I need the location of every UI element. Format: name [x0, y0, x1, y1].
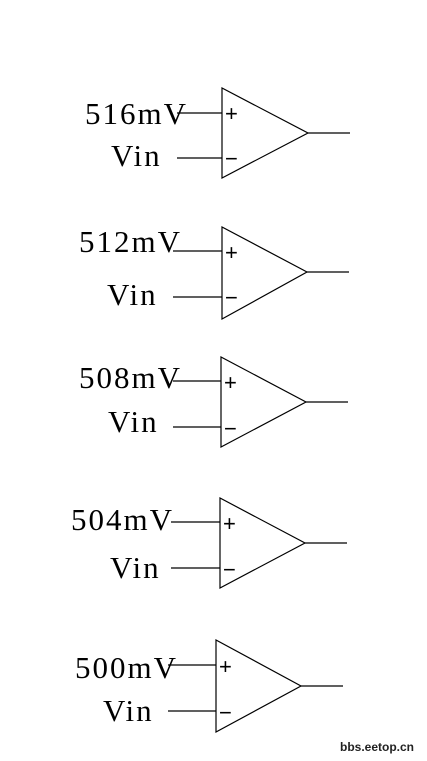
comparator-4-minus-sign: − [223, 557, 236, 582]
comparator-1-plus-sign: + [225, 101, 238, 126]
comparator-3-triangle [220, 356, 308, 448]
comparator-5-plus-sign: + [219, 654, 232, 679]
comparator-2-plus-sign: + [225, 240, 238, 265]
comparator-2-ref-label: 512mV [79, 224, 182, 259]
watermark: bbs.eetop.cn [340, 740, 414, 754]
comparator-1-minus-sign: − [225, 146, 238, 171]
comparator-2-input-label: Vin [107, 277, 158, 312]
comparator-5-ref-label: 500mV [75, 650, 178, 685]
comparator-4: 504mV Vin + − [71, 497, 347, 589]
comparator-5-minus-sign: − [219, 700, 232, 725]
comparator-5: 500mV Vin + − [75, 638, 343, 734]
comparator-3-ref-label: 508mV [79, 360, 182, 395]
comparator-3-plus-sign: + [224, 370, 237, 395]
comparator-3-minus-sign: − [224, 416, 237, 441]
comparator-1-ref-label: 516mV [85, 96, 188, 131]
comparator-2-minus-sign: − [225, 285, 238, 310]
comparator-2-triangle [221, 226, 309, 321]
comparator-1: 516mV Vin + − [85, 87, 350, 179]
comparator-5-input-label: Vin [103, 693, 154, 728]
comparator-3: 508mV Vin + − [79, 356, 348, 448]
comparator-2: 512mV Vin + − [79, 224, 349, 321]
comparator-1-triangle [221, 87, 310, 179]
comparator-1-input-label: Vin [111, 138, 162, 173]
comparator-4-plus-sign: + [223, 511, 236, 536]
comparator-4-triangle [219, 497, 307, 589]
comparator-4-input-label: Vin [110, 550, 161, 585]
comparator-4-ref-label: 504mV [71, 502, 174, 537]
comparator-3-input-label: Vin [108, 404, 159, 439]
comparator-5-triangle [215, 638, 303, 734]
